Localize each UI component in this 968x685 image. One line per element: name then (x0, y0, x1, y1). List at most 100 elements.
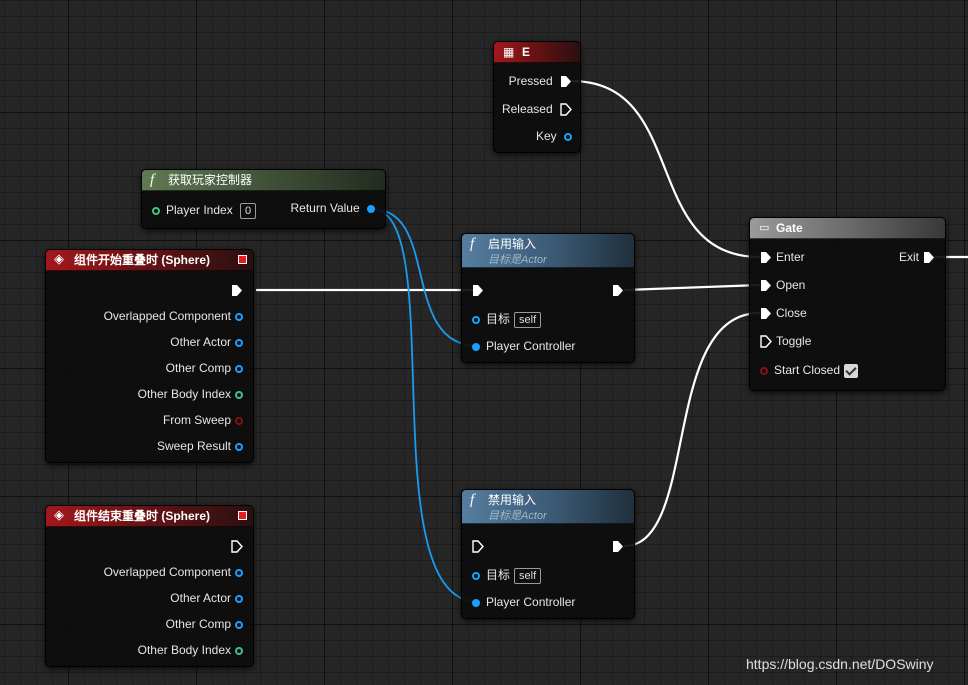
pin-label: Overlapped Component (103, 565, 231, 579)
return-value-pin[interactable]: Return Value (291, 201, 375, 215)
begin-pin-2[interactable]: Other Comp (166, 361, 243, 375)
integer-pin-icon[interactable] (235, 646, 243, 655)
start-closed-checkbox[interactable] (844, 363, 859, 378)
wire-disable-to-close (623, 311, 761, 548)
disable-input-controller-pin[interactable]: Player Controller (472, 595, 575, 609)
close-label: Close (776, 306, 807, 320)
gate-toggle-pin[interactable]: Toggle (760, 334, 812, 349)
begin-pin-0[interactable]: Overlapped Component (104, 309, 243, 323)
end-overlap-header[interactable]: ◈ 组件结束重叠时 (Sphere) (46, 506, 253, 527)
end-pin-2[interactable]: Other Comp (166, 617, 243, 631)
key-e-header[interactable]: ▦ E (494, 42, 580, 63)
pin-label: Other Body Index (137, 643, 231, 657)
exec-in-pin-icon[interactable] (760, 307, 772, 320)
exec-out-pin-icon[interactable] (231, 284, 243, 297)
begin-pin-3[interactable]: Other Body Index (138, 387, 243, 401)
struct-pin-icon[interactable] (235, 442, 243, 451)
exec-out-pin-icon[interactable] (231, 540, 243, 553)
object-pin-icon[interactable] (472, 598, 480, 607)
integer-pin-icon[interactable] (152, 206, 160, 215)
get-player-controller-header[interactable]: f 获取玩家控制器 (142, 170, 385, 191)
boolean-pin-icon[interactable] (760, 366, 768, 375)
object-pin-icon[interactable] (235, 594, 243, 603)
exec-in-pin-icon[interactable] (760, 251, 772, 264)
object-pin-icon[interactable] (472, 315, 480, 324)
exec-out-pin-icon[interactable] (612, 284, 624, 297)
gate-enter-pin[interactable]: Enter (760, 250, 805, 264)
object-pin-icon[interactable] (472, 342, 480, 351)
pin-label: Sweep Result (156, 439, 231, 453)
delegate-pin-icon[interactable] (238, 255, 247, 264)
gate-open-pin[interactable]: Open (760, 278, 805, 292)
disable-input-header[interactable]: f 禁用输入 目标是Actor (462, 490, 634, 524)
begin-pin-4[interactable]: From Sweep (163, 413, 243, 427)
wire-pressed-to-enter (570, 79, 761, 259)
object-pin-icon[interactable] (367, 204, 375, 213)
exec-out-pin-icon[interactable] (560, 75, 572, 88)
enable-input-exec-out[interactable] (612, 284, 624, 300)
gate-icon: ▭ (759, 221, 770, 234)
object-pin-icon[interactable] (235, 620, 243, 629)
pin-label: Other Body Index (137, 387, 231, 401)
target-self-field[interactable]: self (514, 568, 542, 584)
disable-input-subtitle: 目标是Actor (488, 510, 547, 522)
object-pin-icon[interactable] (235, 338, 243, 347)
begin-pin-1[interactable]: Other Actor (170, 335, 243, 349)
end-overlap-exec-out[interactable] (231, 540, 243, 556)
exec-out-pin-icon[interactable] (560, 103, 572, 117)
key-e-event-node[interactable]: ▦ E Pressed Released Key (493, 41, 581, 153)
pin-label: Overlapped Component (103, 309, 231, 323)
disable-input-exec-in[interactable] (472, 540, 484, 556)
disable-input-exec-out[interactable] (612, 540, 624, 556)
exec-out-pin-icon[interactable] (923, 251, 935, 264)
get-player-controller-node[interactable]: f 获取玩家控制器 Player Index 0 Return Value (141, 169, 386, 229)
player-index-pin[interactable]: Player Index 0 (152, 203, 257, 219)
enable-input-controller-pin[interactable]: Player Controller (472, 339, 575, 353)
released-pin[interactable]: Released (502, 102, 572, 117)
target-self-field[interactable]: self (514, 312, 542, 328)
exec-in-pin-icon[interactable] (760, 279, 772, 292)
begin-overlap-event-node[interactable]: ◈ 组件开始重叠时 (Sphere) Overlapped Component … (45, 249, 254, 463)
gate-node[interactable]: ▭ Gate Enter Exit Open Close Toggle Star… (749, 217, 946, 391)
enable-input-exec-in[interactable] (472, 284, 484, 300)
begin-overlap-exec-out[interactable] (231, 284, 243, 300)
end-pin-0[interactable]: Overlapped Component (104, 565, 243, 579)
end-pin-3[interactable]: Other Body Index (138, 643, 243, 657)
begin-pin-5[interactable]: Sweep Result (157, 439, 243, 453)
start-closed-label: Start Closed (774, 363, 841, 377)
object-pin-icon[interactable] (235, 364, 243, 373)
boolean-pin-icon[interactable] (235, 416, 243, 425)
pressed-pin[interactable]: Pressed (509, 74, 572, 88)
exec-in-pin-icon[interactable] (472, 284, 484, 297)
exit-label: Exit (898, 250, 919, 264)
key-pin[interactable]: Key (536, 129, 572, 143)
player-index-field[interactable]: 0 (240, 203, 257, 219)
integer-pin-icon[interactable] (235, 390, 243, 399)
gate-header[interactable]: ▭ Gate (750, 218, 945, 239)
player-controller-label: Player Controller (486, 339, 576, 353)
pin-label: Other Actor (170, 591, 231, 605)
object-pin-icon[interactable] (472, 571, 480, 580)
end-overlap-event-node[interactable]: ◈ 组件结束重叠时 (Sphere) Overlapped Component … (45, 505, 254, 667)
struct-pin-icon[interactable] (564, 132, 572, 141)
object-pin-icon[interactable] (235, 568, 243, 577)
gate-close-pin[interactable]: Close (760, 306, 807, 320)
toggle-label: Toggle (776, 334, 812, 348)
enable-input-header[interactable]: f 启用输入 目标是Actor (462, 234, 634, 268)
object-pin-icon[interactable] (235, 312, 243, 321)
gate-start-closed-pin[interactable]: Start Closed (760, 363, 859, 378)
delegate-pin-icon[interactable] (238, 511, 247, 520)
gate-exit-pin[interactable]: Exit (899, 250, 935, 264)
enter-label: Enter (776, 250, 805, 264)
exec-in-pin-icon[interactable] (760, 335, 772, 349)
begin-overlap-header[interactable]: ◈ 组件开始重叠时 (Sphere) (46, 250, 253, 271)
end-pin-1[interactable]: Other Actor (170, 591, 243, 605)
pin-label: Other Actor (170, 335, 231, 349)
exec-out-pin-icon[interactable] (612, 540, 624, 553)
key-e-title: E (522, 45, 531, 59)
exec-in-pin-icon[interactable] (472, 540, 484, 553)
